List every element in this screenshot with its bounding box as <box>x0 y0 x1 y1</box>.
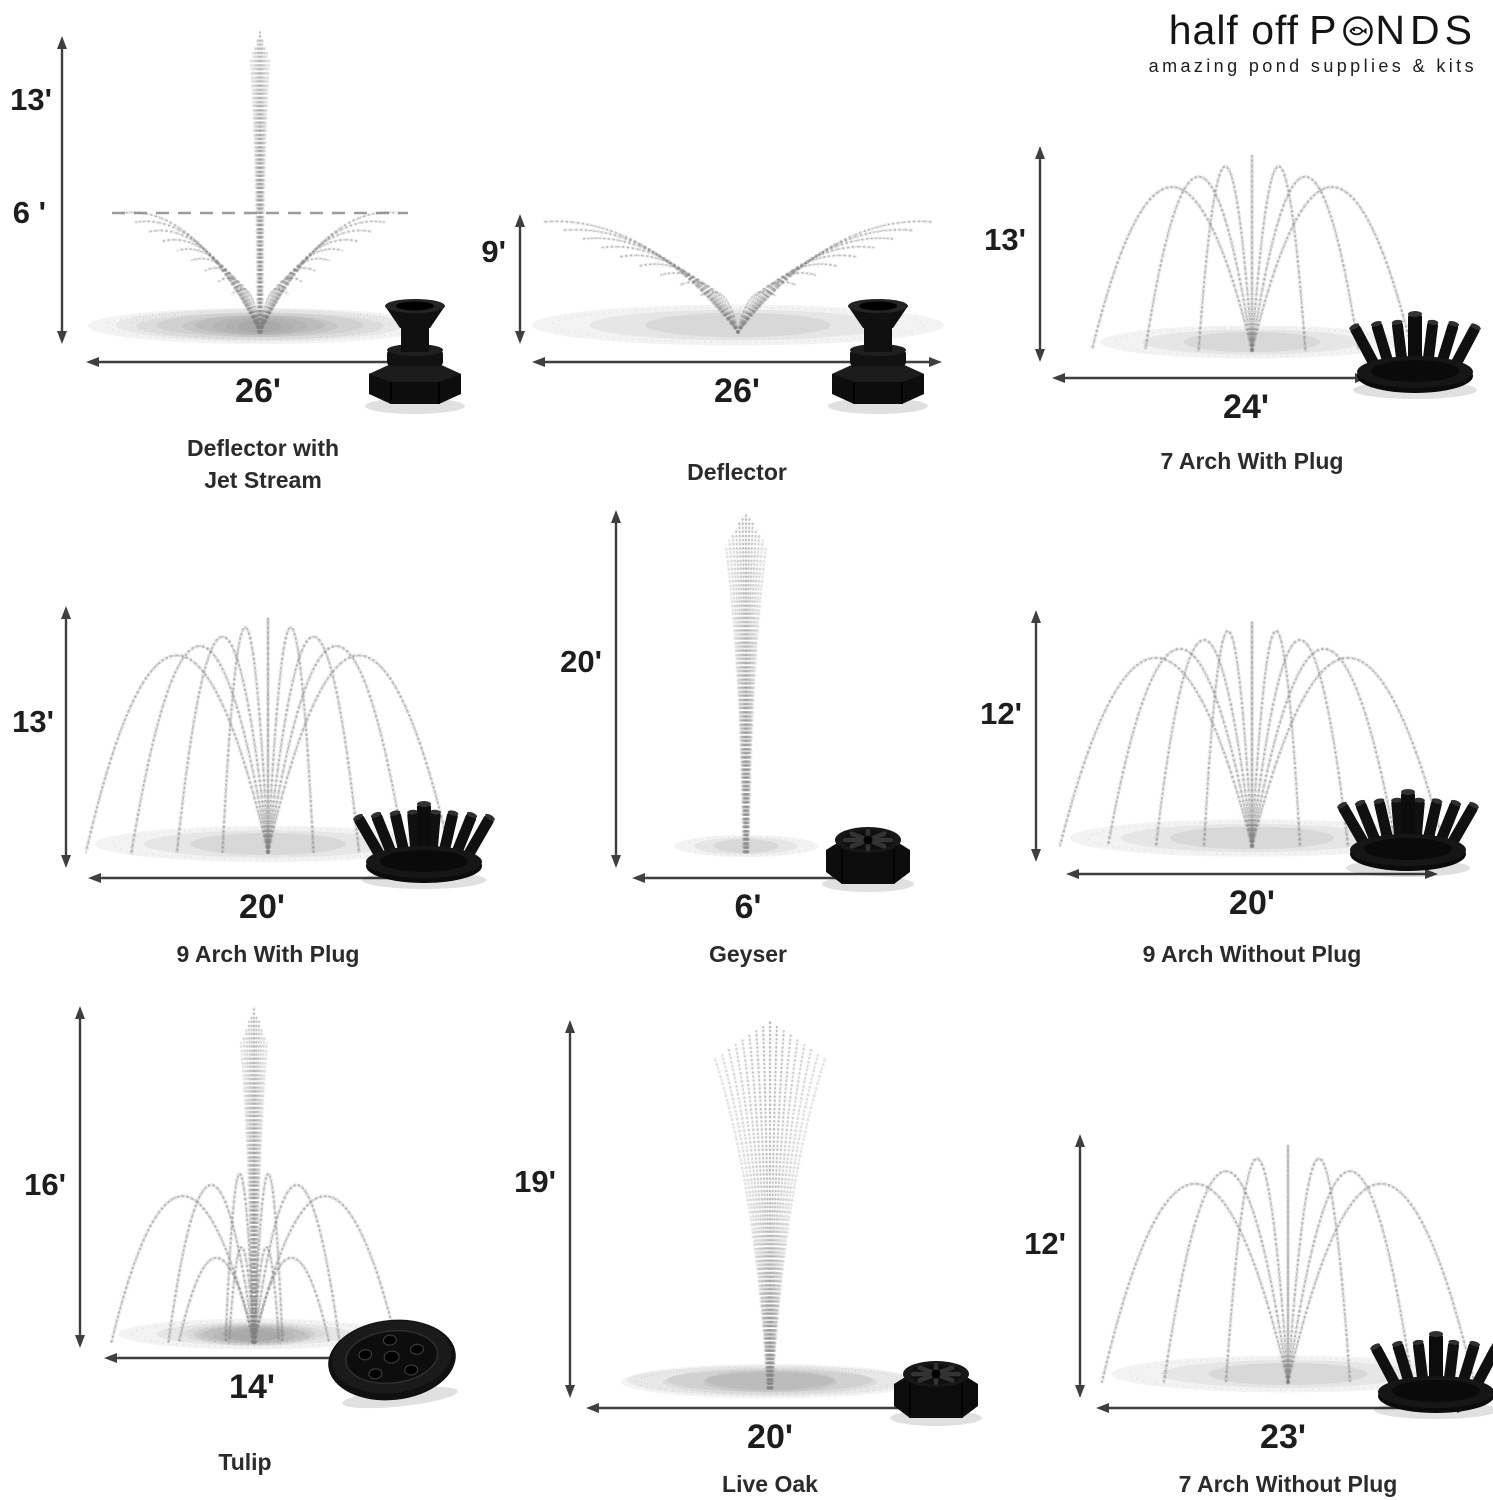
height-dimension-label: 12' <box>1024 1226 1066 1261</box>
spray-illustration <box>109 1005 399 1350</box>
pattern-name: 9 Arch With Plug <box>176 941 360 967</box>
diagram-graphics <box>61 606 495 889</box>
pattern-name: 9 Arch Without Plug <box>1142 941 1362 967</box>
pattern-name: Deflector <box>687 459 787 485</box>
geyser-nozzle-image <box>890 1361 982 1426</box>
deflector-nozzle-image <box>828 299 928 414</box>
geyser-nozzle-image <box>822 827 914 892</box>
arch7-nozzle-image <box>1349 311 1481 399</box>
height-dimension-label: 12' <box>980 696 1022 731</box>
diagram-graphics <box>1035 146 1481 399</box>
logo-letter-p: P <box>1309 7 1342 53</box>
height-dimension-label: 20' <box>560 644 602 679</box>
spray-illustration <box>1057 620 1447 857</box>
pattern-name: Geyser <box>708 941 787 967</box>
arch9-nozzle-image <box>353 801 495 889</box>
height-dimension-label: 13' <box>984 222 1026 257</box>
diagram-graphics <box>1031 610 1479 879</box>
width-dimension-label: 14' <box>229 1368 275 1406</box>
height-dimension-label: 13' <box>12 704 54 739</box>
deflector-nozzle-image <box>365 299 465 414</box>
width-dimension-label: 23' <box>1260 1418 1306 1456</box>
diagram-graphics <box>515 214 944 414</box>
width-dimension-label: 6' <box>734 888 762 926</box>
pattern-name: 7 Arch Without Plug <box>1178 1471 1398 1497</box>
spray-illustration <box>1089 154 1415 359</box>
height-dimension-label: 9' <box>481 234 506 269</box>
pattern-name: Deflector with Jet Stream <box>186 435 340 494</box>
height-dimension-label: 13' <box>10 82 52 117</box>
height-dimension-label: 19' <box>514 1164 556 1199</box>
tulip-nozzle-image <box>328 1319 458 1409</box>
spray-illustration <box>88 27 432 345</box>
diagram-graphics <box>57 27 465 414</box>
width-dimension-label: 24' <box>1223 388 1269 426</box>
spray-illustration <box>621 1019 919 1399</box>
logo-ponds: P NDS <box>1309 7 1477 53</box>
pattern-name: Live Oak <box>722 1471 818 1497</box>
width-dimension-label: 20' <box>747 1418 793 1456</box>
spray-illustration <box>1099 1143 1477 1393</box>
width-dimension-label: 20' <box>239 888 285 926</box>
arch9-nozzle-image <box>1337 789 1479 877</box>
diagram-graphics <box>1075 1134 1493 1419</box>
height-dimension-label-6ft: 6 ' <box>12 195 46 230</box>
logo-letters-nds: NDS <box>1375 7 1477 53</box>
logo-halfoff: half off <box>1168 7 1300 53</box>
width-dimension-label: 20' <box>1229 884 1275 922</box>
width-dimension-label: 26' <box>714 372 760 410</box>
logo-tagline: amazing pond supplies & kits <box>1148 56 1477 77</box>
arch7-nozzle-image <box>1370 1331 1493 1419</box>
width-dimension-label: 26' <box>235 372 281 410</box>
spray-illustration <box>674 509 818 858</box>
spray-illustration <box>532 219 944 346</box>
diagram-graphics <box>611 509 914 892</box>
fish-o-icon <box>1343 16 1374 46</box>
pattern-name: Tulip <box>218 1449 272 1475</box>
diagram-graphics <box>565 1019 982 1426</box>
pattern-name: 7 Arch With Plug <box>1160 448 1344 474</box>
diagram-graphics <box>75 1005 458 1409</box>
height-dimension-label: 16' <box>24 1167 66 1202</box>
